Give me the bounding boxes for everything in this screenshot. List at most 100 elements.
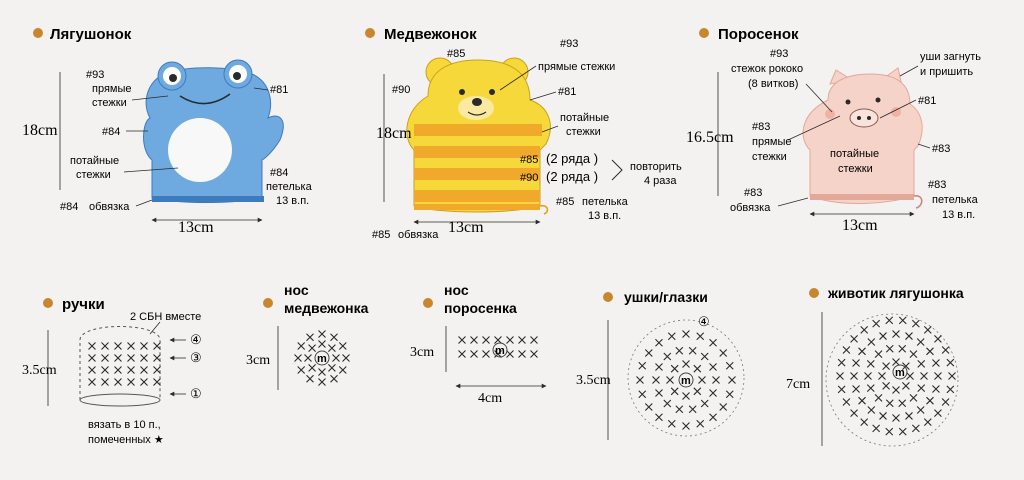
stitch-x-icon xyxy=(837,358,846,367)
stitch-x-icon xyxy=(153,342,161,350)
stitch-x-icon xyxy=(882,362,890,370)
stitch-x-icon xyxy=(850,372,858,380)
stitch-x-icon xyxy=(842,346,851,354)
pig-l83d: #83 xyxy=(928,179,946,191)
frog-hidden: потайные xyxy=(70,155,119,167)
stitch-x-icon xyxy=(153,354,161,362)
stitch-x-icon xyxy=(652,376,660,384)
pig-stitches: стежки xyxy=(752,151,787,163)
stitch-x-icon xyxy=(926,396,934,405)
bear-binding: обвязка xyxy=(398,229,439,241)
stitch-x-icon xyxy=(882,382,890,390)
pig-section: Поросенок #93 стежок рококо (8 витков) у… xyxy=(686,26,981,234)
pig-height: 16.5cm xyxy=(686,129,734,146)
bearnose-title1: нос xyxy=(284,282,309,298)
stitch-x-icon xyxy=(700,399,709,408)
stitch-x-icon xyxy=(923,418,932,426)
stitch-x-icon xyxy=(946,358,955,367)
stitch-x-icon xyxy=(682,330,690,338)
stitch-x-icon xyxy=(688,405,697,414)
stitch-x-icon xyxy=(667,419,676,428)
pignose-m: m xyxy=(495,345,505,357)
stitch-x-icon xyxy=(306,333,314,342)
bear-hidden2: стежки xyxy=(566,126,601,138)
stitch-x-icon xyxy=(842,398,851,406)
ears-r4: ④ xyxy=(698,314,710,329)
ears-bullet xyxy=(603,292,613,302)
stitch-x-icon xyxy=(318,340,326,348)
stitch-x-icon xyxy=(667,332,676,341)
stitch-x-icon xyxy=(852,385,860,393)
stitch-x-icon xyxy=(304,354,312,362)
stitch-x-icon xyxy=(696,332,705,341)
stitch-x-icon xyxy=(297,342,306,350)
stitch-x-icon xyxy=(308,344,316,352)
stitch-x-icon xyxy=(898,344,907,353)
stitch-x-icon xyxy=(934,409,942,418)
stitch-x-icon xyxy=(858,347,866,356)
bearnose-section: нос медвежонка 3cm m xyxy=(246,282,369,390)
stitch-x-icon xyxy=(902,382,910,390)
stitch-x-icon xyxy=(644,349,653,357)
stitch-x-icon xyxy=(101,378,109,386)
stitch-x-icon xyxy=(866,359,875,368)
stitch-x-icon xyxy=(709,413,717,422)
hands-height: 3.5cm xyxy=(22,363,57,378)
stitch-x-icon xyxy=(872,424,881,433)
stitch-x-icon xyxy=(874,350,883,358)
frog-loop: петелька xyxy=(266,181,313,193)
frog-loop2: 13 в.п. xyxy=(276,195,309,207)
stitch-x-icon xyxy=(917,359,926,368)
bear-title: Медвежонок xyxy=(384,26,477,43)
stitch-x-icon xyxy=(644,403,653,411)
stitch-x-icon xyxy=(666,376,674,384)
stitch-x-icon xyxy=(898,427,907,436)
bear-height: 18cm xyxy=(376,125,412,142)
bear-l85c: #85 xyxy=(372,229,390,241)
pignose-title1: нос xyxy=(444,282,469,298)
stitch-x-icon xyxy=(728,376,736,384)
hands-title: ручки xyxy=(62,296,105,313)
stitch-x-icon xyxy=(923,326,932,334)
stitch-x-icon xyxy=(709,338,717,347)
stitch-x-icon xyxy=(874,394,883,402)
stitch-x-icon xyxy=(330,333,338,342)
stitch-x-icon xyxy=(892,386,900,394)
stitch-x-icon xyxy=(946,385,955,394)
stitch-x-icon xyxy=(153,378,161,386)
pignose-width: 4cm xyxy=(478,391,502,406)
frog-mitten xyxy=(143,59,284,203)
bear-repeat: повторить xyxy=(630,161,682,173)
stitch-x-icon xyxy=(867,406,876,414)
stitch-x-icon xyxy=(328,364,336,372)
stitch-x-icon xyxy=(860,418,869,426)
stitch-x-icon xyxy=(470,350,478,358)
stitch-x-icon xyxy=(725,361,734,370)
stitch-x-icon xyxy=(709,389,717,397)
pig-straight: прямые xyxy=(752,136,792,148)
ears-height: 3.5cm xyxy=(576,373,611,388)
pignose-bullet xyxy=(423,298,433,308)
bear-l81: #81 xyxy=(558,86,576,98)
ears-title: ушки/глазки xyxy=(624,289,708,305)
bear-l85: #85 xyxy=(447,48,465,60)
stitch-x-icon xyxy=(866,384,875,393)
stitch-x-icon xyxy=(864,372,872,380)
stitch-x-icon xyxy=(878,372,886,380)
stitch-x-icon xyxy=(872,319,881,328)
stitch-x-icon xyxy=(114,342,122,350)
frog-section: Лягушонок #93 прямые стежки #81 18cm # xyxy=(22,26,313,236)
bear-rows1: (2 ряда ) xyxy=(546,151,598,166)
stitch-x-icon xyxy=(682,392,690,400)
stitch-x-icon xyxy=(127,378,135,386)
stitch-x-icon xyxy=(892,330,900,338)
pignose-height: 3cm xyxy=(410,345,434,360)
stitch-x-icon xyxy=(885,427,894,436)
pig-binding: обвязка xyxy=(730,202,771,214)
frog-hidden2: стежки xyxy=(76,169,111,181)
stitch-x-icon xyxy=(114,354,122,362)
pig-hidden2: стежки xyxy=(838,163,873,175)
stitch-x-icon xyxy=(88,366,96,374)
stitch-x-icon xyxy=(655,389,663,397)
stitch-x-icon xyxy=(920,372,928,380)
